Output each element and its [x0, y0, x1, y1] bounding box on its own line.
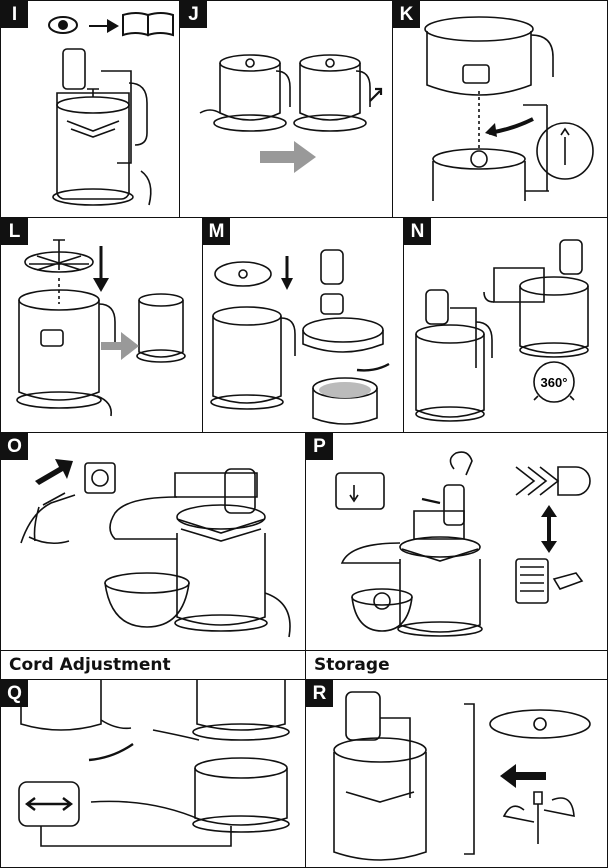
cord-adjustment-header: Cord Adjustment	[0, 650, 306, 680]
step-badge: O	[1, 433, 28, 460]
step-n-illustration: 360°	[415, 239, 589, 422]
step-o-panel: O	[0, 432, 306, 651]
step-badge: Q	[1, 680, 28, 707]
step-k-panel: K	[392, 0, 608, 218]
arrow-up-right-icon	[369, 87, 383, 102]
step-j-illustration	[199, 54, 383, 173]
arrow-right-icon	[89, 19, 119, 33]
step-badge: N	[404, 218, 431, 245]
step-badge: R	[306, 680, 333, 707]
arrow-left-icon	[500, 764, 546, 788]
step-i-illustration	[48, 12, 174, 206]
arrow-left-icon	[421, 497, 441, 505]
step-k-illustration	[424, 16, 594, 201]
step-badge: K	[393, 1, 420, 28]
step-r-illustration	[333, 691, 591, 861]
step-j-panel: J	[179, 0, 393, 218]
arrow-right-gray-icon	[101, 332, 139, 360]
arrow-rotate-icon	[88, 743, 134, 762]
arrow-rotate-icon	[356, 362, 390, 372]
step-badge: L	[1, 218, 28, 245]
step-n-panel: N 360°	[403, 217, 608, 433]
section-title-storage: Storage	[314, 655, 390, 675]
step-l-illustration	[16, 239, 186, 417]
step-l-panel: L	[0, 217, 203, 433]
step-badge: J	[180, 1, 207, 28]
arrow-right-gray-icon	[260, 141, 316, 173]
step-badge: M	[203, 218, 230, 245]
step-m-panel: M	[202, 217, 404, 433]
step-m-illustration	[210, 249, 390, 425]
storage-header: Storage	[305, 650, 608, 680]
step-badge: P	[306, 433, 333, 460]
rotate-360-label: 360°	[541, 375, 568, 390]
step-q-panel: Q	[0, 679, 306, 868]
step-r-panel: R	[305, 679, 608, 868]
step-badge: I	[1, 1, 28, 28]
step-p-panel: P	[305, 432, 608, 651]
arrow-up-right-icon	[35, 459, 73, 485]
step-p-illustration	[335, 451, 591, 637]
step-i-panel: I	[0, 0, 180, 218]
double-arrow-icon	[541, 505, 557, 553]
section-title-cord: Cord Adjustment	[9, 655, 171, 675]
step-q-illustration	[18, 680, 290, 847]
step-o-illustration	[20, 459, 291, 638]
double-arrow-icon	[25, 797, 73, 811]
